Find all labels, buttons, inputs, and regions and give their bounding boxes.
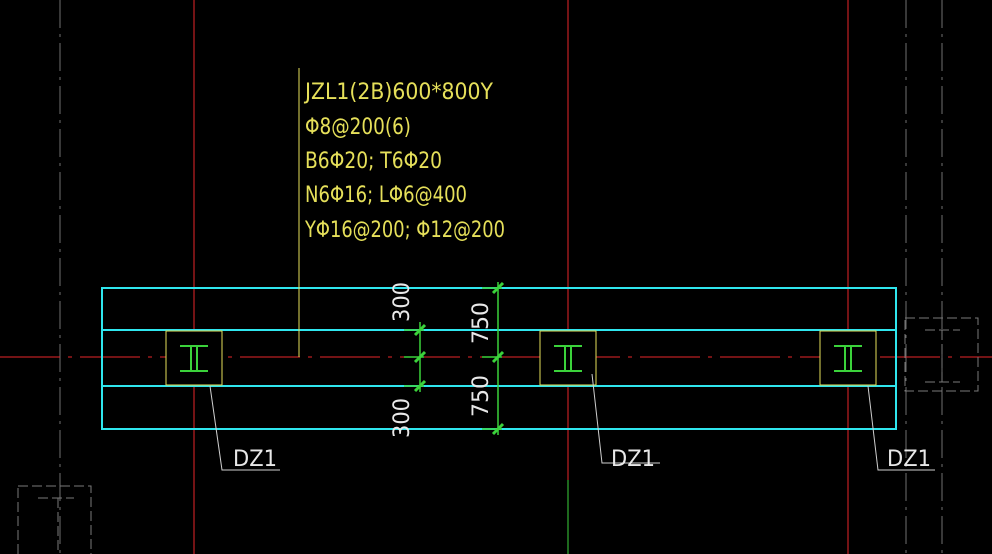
column-dz1-1[interactable]: DZ1	[165, 330, 280, 472]
ghost-column-right	[904, 317, 979, 392]
dim-text-outer-top: 750	[469, 302, 494, 344]
outer-tick-top	[491, 281, 505, 295]
dimension-texts: 300 300 750 750	[390, 282, 494, 438]
beam-annotation-line2: Φ8@200(6)	[305, 115, 411, 140]
column-leader-line	[209, 385, 280, 471]
ghost-column-left	[17, 485, 92, 554]
columns-group: DZ1 DZ1 DZ1	[165, 330, 935, 472]
column-dz1-3[interactable]: DZ1	[819, 330, 935, 472]
inner-tick-bottom	[413, 379, 427, 393]
beam-annotation-line5: YΦ16@200; Φ12@200	[304, 218, 505, 243]
column-dz1-2[interactable]: DZ1	[539, 330, 660, 472]
column-outline	[165, 330, 223, 386]
gray-axis-lines	[59, 0, 943, 554]
dimension-ticks	[413, 281, 505, 436]
i-beam-section-icon	[554, 345, 582, 372]
dim-text-outer-bottom: 750	[469, 375, 494, 417]
beam-annotation-line4: N6Φ16; LΦ6@400	[305, 183, 467, 208]
column-leader-line	[591, 373, 660, 464]
ghost-column-right-outline	[904, 317, 979, 392]
column-outline	[819, 330, 877, 386]
beam-annotation-line3: B6Φ20; T6Φ20	[305, 149, 442, 174]
i-beam-section-icon	[834, 345, 862, 372]
beam-annotation-line1: JZL1(2B)600*800Y	[303, 80, 493, 105]
dim-text-inner-bottom: 300	[390, 398, 415, 438]
ghost-column-left-outline	[17, 485, 92, 554]
column-label: DZ1	[611, 447, 655, 472]
i-beam-section-icon	[180, 345, 208, 372]
outer-tick-bottom	[491, 422, 505, 436]
outer-tick-mid	[491, 350, 505, 364]
column-label: DZ1	[887, 447, 931, 472]
inner-tick-mid	[413, 350, 427, 364]
column-leader-line	[867, 385, 935, 471]
dim-text-inner-top: 300	[390, 282, 415, 322]
column-label: DZ1	[233, 447, 277, 472]
inner-tick-top	[413, 323, 427, 337]
column-outline	[539, 330, 597, 386]
beam-annotation[interactable]: JZL1(2B)600*800Y Φ8@200(6) B6Φ20; T6Φ20 …	[303, 80, 505, 243]
